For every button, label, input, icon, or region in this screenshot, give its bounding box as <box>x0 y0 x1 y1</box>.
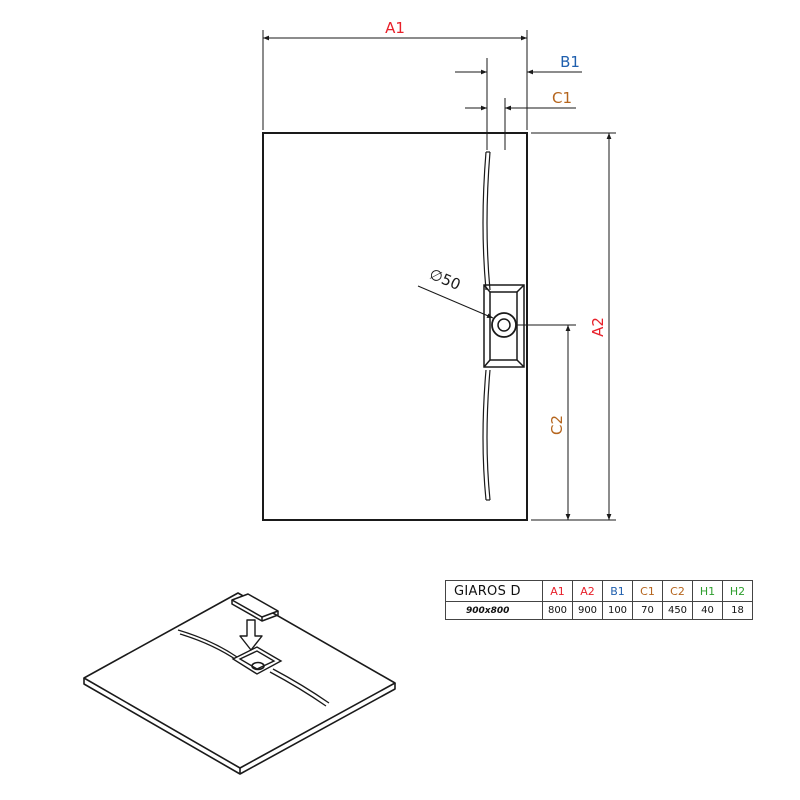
col-header-h1: H1 <box>692 580 723 602</box>
isometric-drain-channel <box>177 629 330 707</box>
spec-table: GIAROS D A1 A2 B1 C1 C2 H1 H2 900x800 80… <box>445 580 753 620</box>
value-a1: 800 <box>542 601 573 620</box>
label-a2: A2 <box>589 317 607 337</box>
value-c2: 450 <box>662 601 693 620</box>
model-name: GIAROS D <box>445 580 543 602</box>
label-a1: A1 <box>385 19 405 37</box>
drain-diameter-callout: ∅50 <box>417 265 494 319</box>
col-header-b1: B1 <box>602 580 633 602</box>
value-c1: 70 <box>632 601 663 620</box>
col-header-h2: H2 <box>722 580 753 602</box>
label-drain-diameter: ∅50 <box>427 265 464 294</box>
dimension-a1: A1 <box>263 19 527 41</box>
model-size: 900x800 <box>445 601 543 620</box>
drain-channel <box>482 151 491 501</box>
col-header-c1: C1 <box>632 580 663 602</box>
value-a2: 900 <box>572 601 603 620</box>
dimension-b1: B1 <box>455 53 582 75</box>
col-header-a2: A2 <box>572 580 603 602</box>
col-header-a1: A1 <box>542 580 573 602</box>
drain-body <box>483 284 525 368</box>
label-c2: C2 <box>548 415 566 435</box>
label-b1: B1 <box>560 53 580 71</box>
dimension-a2: A2 <box>589 133 612 520</box>
col-header-c2: C2 <box>662 580 693 602</box>
drain-cover-icon <box>231 593 279 622</box>
insert-arrow-icon <box>239 619 263 651</box>
isometric-drain-body <box>231 646 283 675</box>
value-b1: 100 <box>602 601 633 620</box>
dimension-c1: C1 <box>465 89 576 111</box>
spec-values-row: 900x800 800 900 100 70 450 40 18 <box>445 601 753 620</box>
isometric-view <box>83 592 396 775</box>
spec-header-row: GIAROS D A1 A2 B1 C1 C2 H1 H2 <box>445 580 753 602</box>
value-h1: 40 <box>692 601 723 620</box>
tray-outline <box>262 132 528 521</box>
label-c1: C1 <box>552 89 572 107</box>
dimension-c2: C2 <box>548 325 571 520</box>
isometric-tray <box>83 592 396 775</box>
value-h2: 18 <box>722 601 753 620</box>
